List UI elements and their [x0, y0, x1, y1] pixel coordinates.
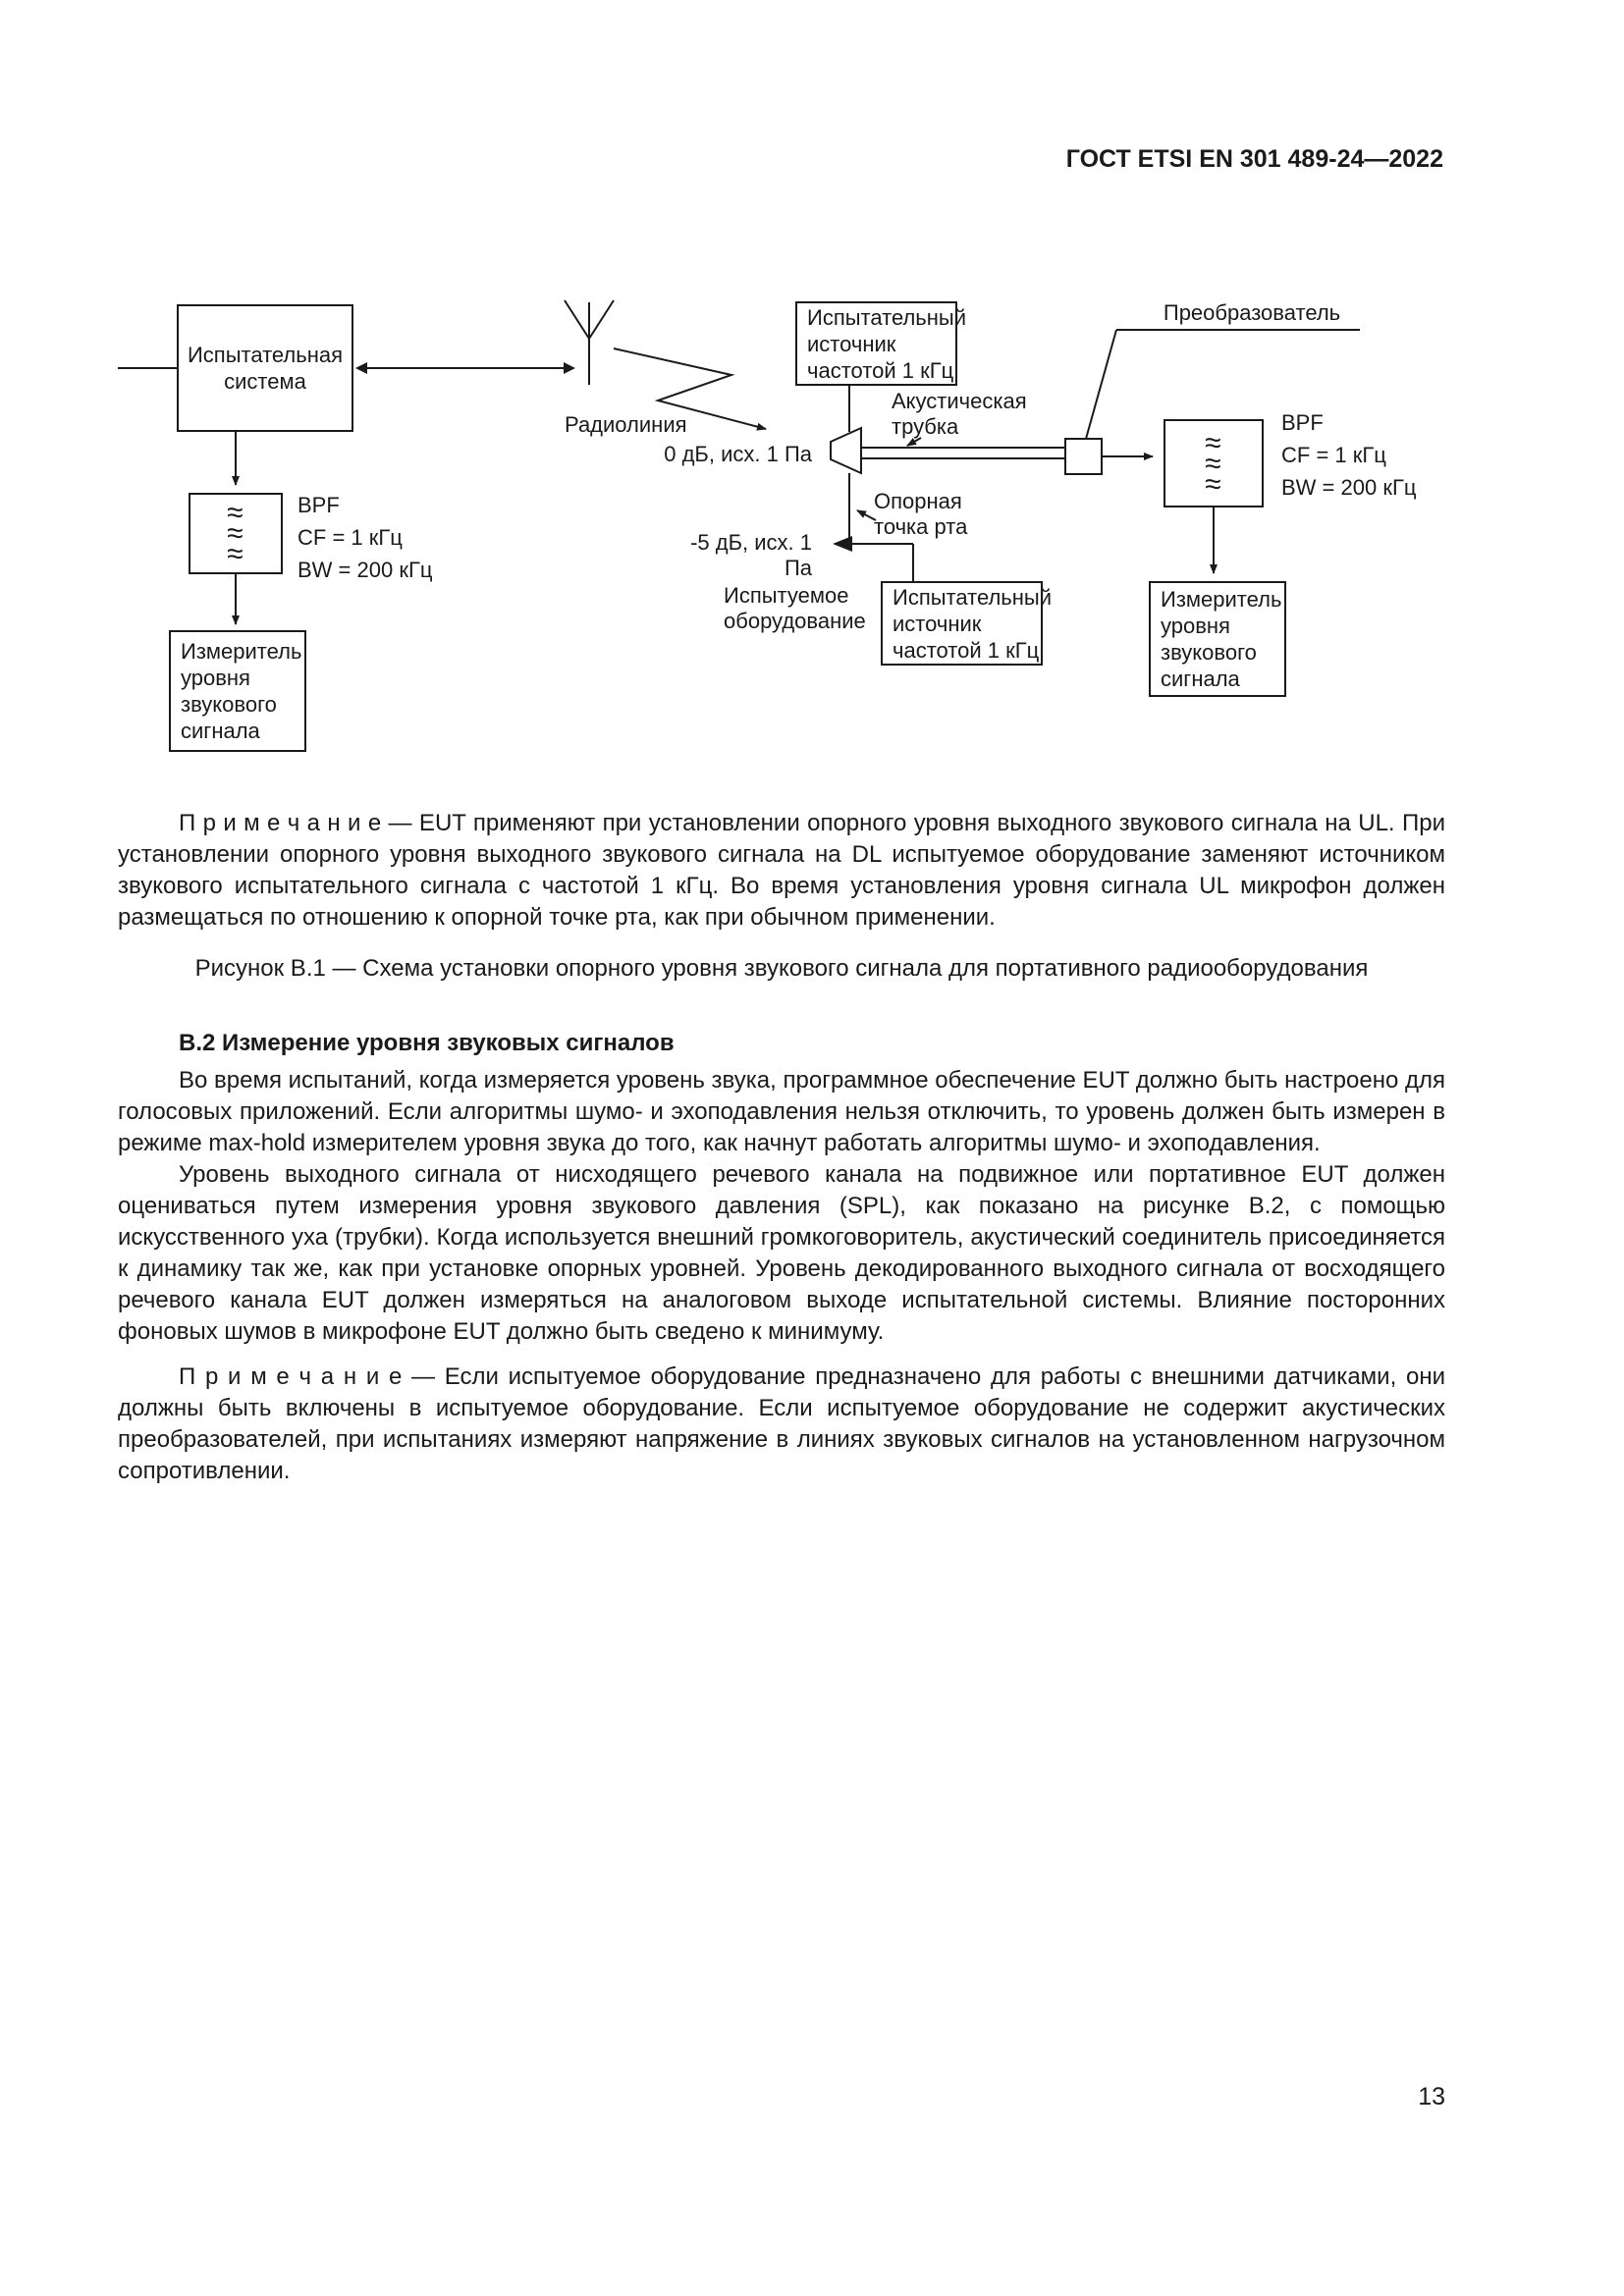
body-text: П р и м е ч а н и е — EUT применяют при … [118, 808, 1445, 1487]
test-source-bottom-box: Испытательный источник частотой 1 кГц [881, 581, 1052, 666]
transducer-pointer-line [1085, 329, 1360, 440]
bpf-left-filter-icon: ≈ ≈ ≈ [189, 493, 283, 574]
mouth-ref-pointer-arrow [856, 509, 877, 521]
artificial-mouth-speaker-icon [830, 426, 862, 475]
acoustic-tube-label: Акустическая трубка [892, 389, 1027, 439]
arrowhead-left-icon [355, 362, 367, 374]
document-title: ГОСТ ETSI EN 301 489-24—2022 [1065, 145, 1443, 173]
acoustic-tube-lines [861, 447, 1065, 459]
section-heading: В.2 Измерение уровня звуковых сигналов [179, 1030, 675, 1056]
mic-to-source-line [852, 543, 914, 581]
figure-caption: Рисунок В.1 — Схема установки опорного у… [194, 955, 1369, 982]
acoustic-tube-pointer-arrow [906, 437, 922, 447]
bpf-right-label: BPF CF = 1 кГц BW = 200 кГц [1281, 410, 1417, 500]
diagram-lines-layer [118, 299, 1360, 625]
note-paragraph-1: П р и м е ч а н и е — EUT применяют при … [118, 810, 1445, 931]
test-system-box: Испытательная система [177, 304, 353, 432]
paragraph-1: Во время испытаний, когда измеряется уро… [118, 1067, 1445, 1156]
radio-link-label: Радиолиния [565, 412, 687, 437]
transducer-box [1064, 438, 1103, 475]
mouth-reference-label: Опорная точка рта [874, 489, 968, 539]
test-source-top-box: Испытательный источник частотой 1 кГц [795, 301, 966, 386]
radio-link-zigzag-arrow [613, 347, 767, 431]
eut-label: Испытуемое оборудование [724, 583, 866, 633]
antenna-icon [564, 299, 615, 385]
level-meter-right-box: Измеритель уровня звукового сигнала [1149, 581, 1286, 697]
bpf-right-filter-icon: ≈ ≈ ≈ [1164, 419, 1264, 507]
bpf-left-label: BPF CF = 1 кГц BW = 200 кГц [298, 493, 433, 582]
level-0db-label: 0 дБ, исх. 1 Па [664, 442, 812, 466]
arrowhead-right-icon [564, 362, 575, 374]
paragraph-2: Уровень выходного сигнала от нисходящего… [118, 1161, 1445, 1345]
page-number: 13 [1418, 2083, 1445, 2110]
figure-b1-diagram: Испытательная система Радиолиния Испытат… [118, 265, 1506, 785]
page-header: ГОСТ ETSI EN 301 489-24—2022 [0, 145, 1443, 174]
level-minus5db-label: -5 дБ, исх. 1 Па [690, 530, 812, 580]
transducer-label: Преобразователь [1163, 300, 1341, 325]
microphone-icon [833, 536, 852, 552]
note-paragraph-2: П р и м е ч а н и е — Если испытуемое об… [118, 1363, 1445, 1484]
level-meter-left-box: Измеритель уровня звукового сигнала [169, 630, 306, 752]
